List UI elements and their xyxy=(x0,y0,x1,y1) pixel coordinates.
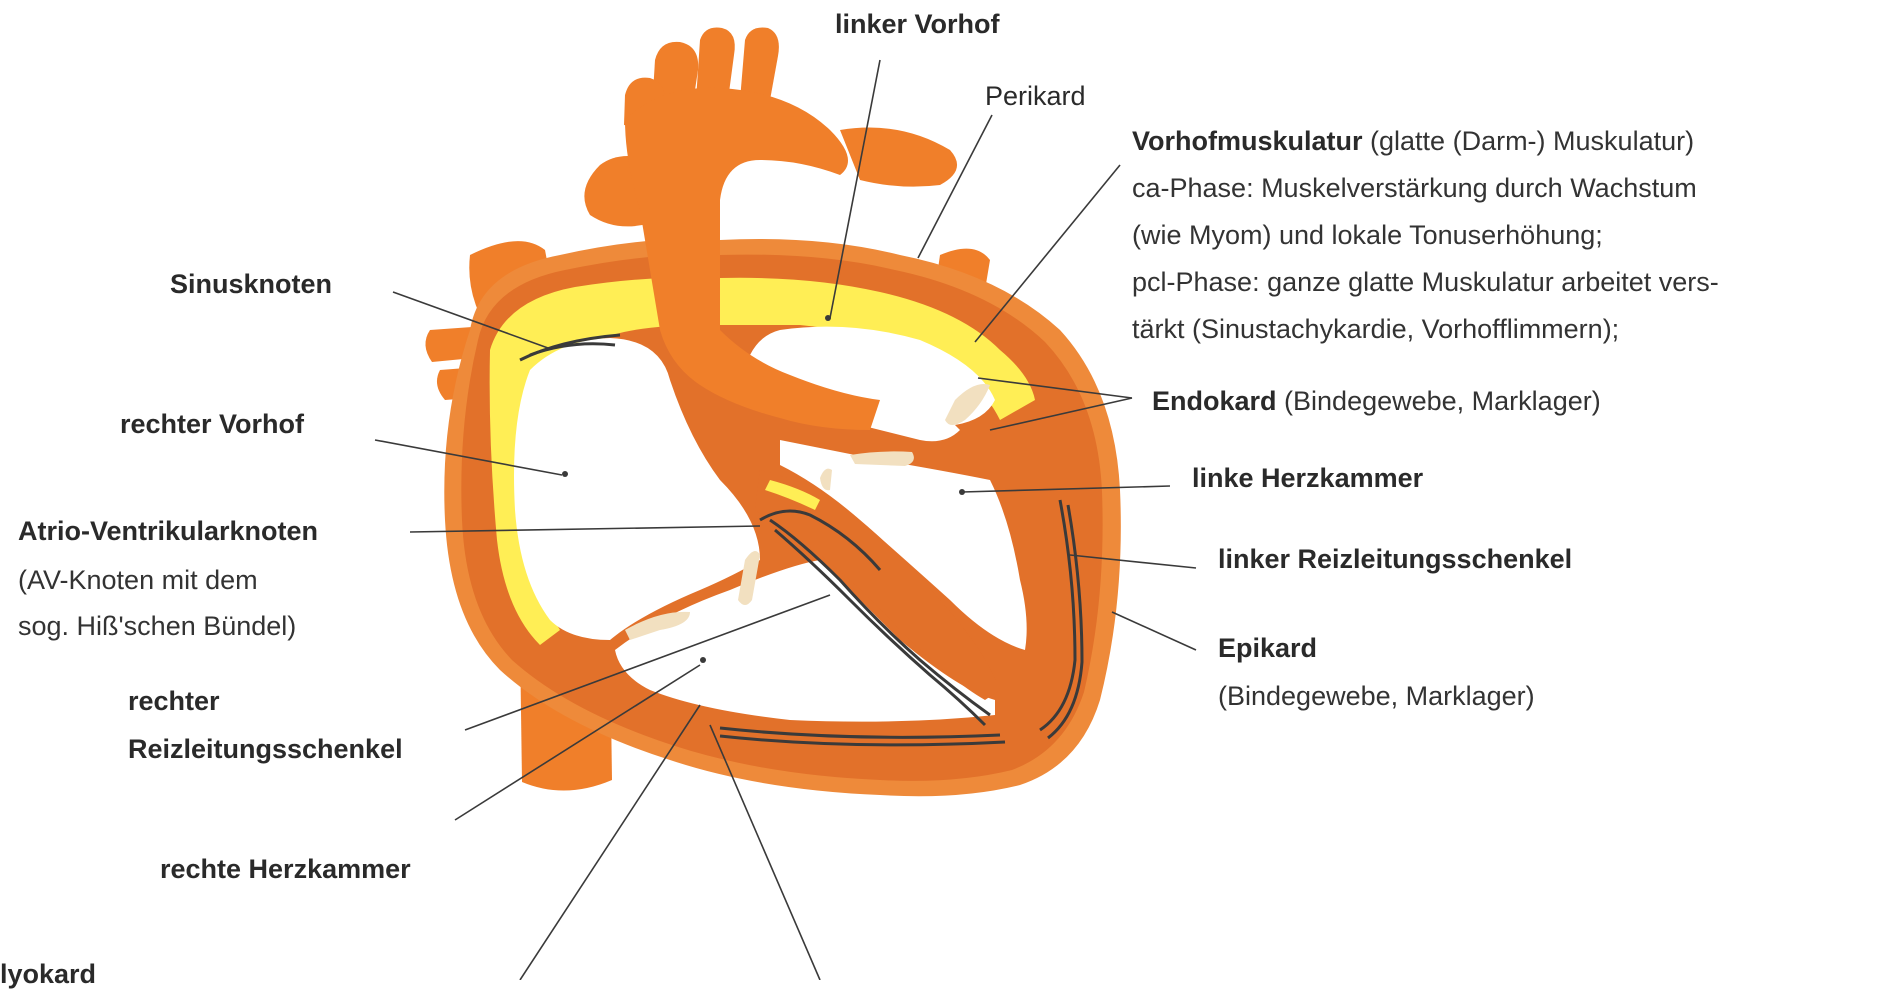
label-rechte-herzkammer: rechte Herzkammer xyxy=(160,853,411,887)
endokard-sub: (Bindegewebe, Marklager) xyxy=(1284,386,1601,416)
label-endokard: Endokard (Bindegewebe, Marklager) xyxy=(1152,385,1601,419)
leader-epikard xyxy=(1112,612,1196,650)
aortic-arch-branch-3 xyxy=(740,28,779,101)
vorhofmuskulatur-line2: ca-Phase: Muskelverstärkung durch Wachst… xyxy=(1132,172,1697,206)
leader-perikard xyxy=(918,115,992,258)
vorhofmuskulatur-line3: (wie Myom) und lokale Tonuserhöhung; xyxy=(1132,219,1603,253)
leader-vorhofmuskulatur xyxy=(975,165,1120,342)
marker-linke-herzkammer xyxy=(959,489,965,495)
label-linke-herzkammer: linke Herzkammer xyxy=(1192,462,1423,496)
label-av-knoten-line3: sog. Hiß'schen Bündel) xyxy=(18,610,296,644)
label-av-knoten-line2: (AV-Knoten mit dem xyxy=(18,564,258,598)
label-vorhofmuskulatur: Vorhofmuskulatur (glatte (Darm-) Muskula… xyxy=(1132,125,1694,159)
valve-2 xyxy=(850,451,914,466)
label-perikard: Perikard xyxy=(985,80,1086,114)
label-rechter-vorhof: rechter Vorhof xyxy=(120,408,304,442)
endokard-title: Endokard xyxy=(1152,386,1277,416)
vorhofmuskulatur-line4: pcl-Phase: ganze glatte Muskulatur arbei… xyxy=(1132,266,1719,300)
vorhofmuskulatur-sub: (glatte (Darm-) Muskulatur) xyxy=(1370,126,1694,156)
label-rechter-reizleitungsschenkel-2: Reizleitungsschenkel xyxy=(128,733,403,767)
label-av-knoten: Atrio-Ventrikularknoten xyxy=(18,515,318,549)
label-linker-vorhof: linker Vorhof xyxy=(835,8,1000,42)
label-myokard-partial: lyokard xyxy=(0,958,96,992)
label-rechter-reizleitungsschenkel-1: rechter xyxy=(128,685,220,719)
label-sinusknoten: Sinusknoten xyxy=(170,268,332,302)
marker-rechte-herzkammer xyxy=(700,657,706,663)
marker-linker-vorhof xyxy=(825,315,831,321)
marker-rechter-vorhof xyxy=(562,471,568,477)
label-epikard: Epikard xyxy=(1218,632,1317,666)
vorhofmuskulatur-line5: tärkt (Sinustachykardie, Vorhofflimmern)… xyxy=(1132,313,1619,347)
label-epikard-sub: (Bindegewebe, Marklager) xyxy=(1218,680,1535,714)
vorhofmuskulatur-title: Vorhofmuskulatur xyxy=(1132,126,1363,156)
label-linker-reizleitungsschenkel: linker Reizleitungsschenkel xyxy=(1218,543,1572,577)
